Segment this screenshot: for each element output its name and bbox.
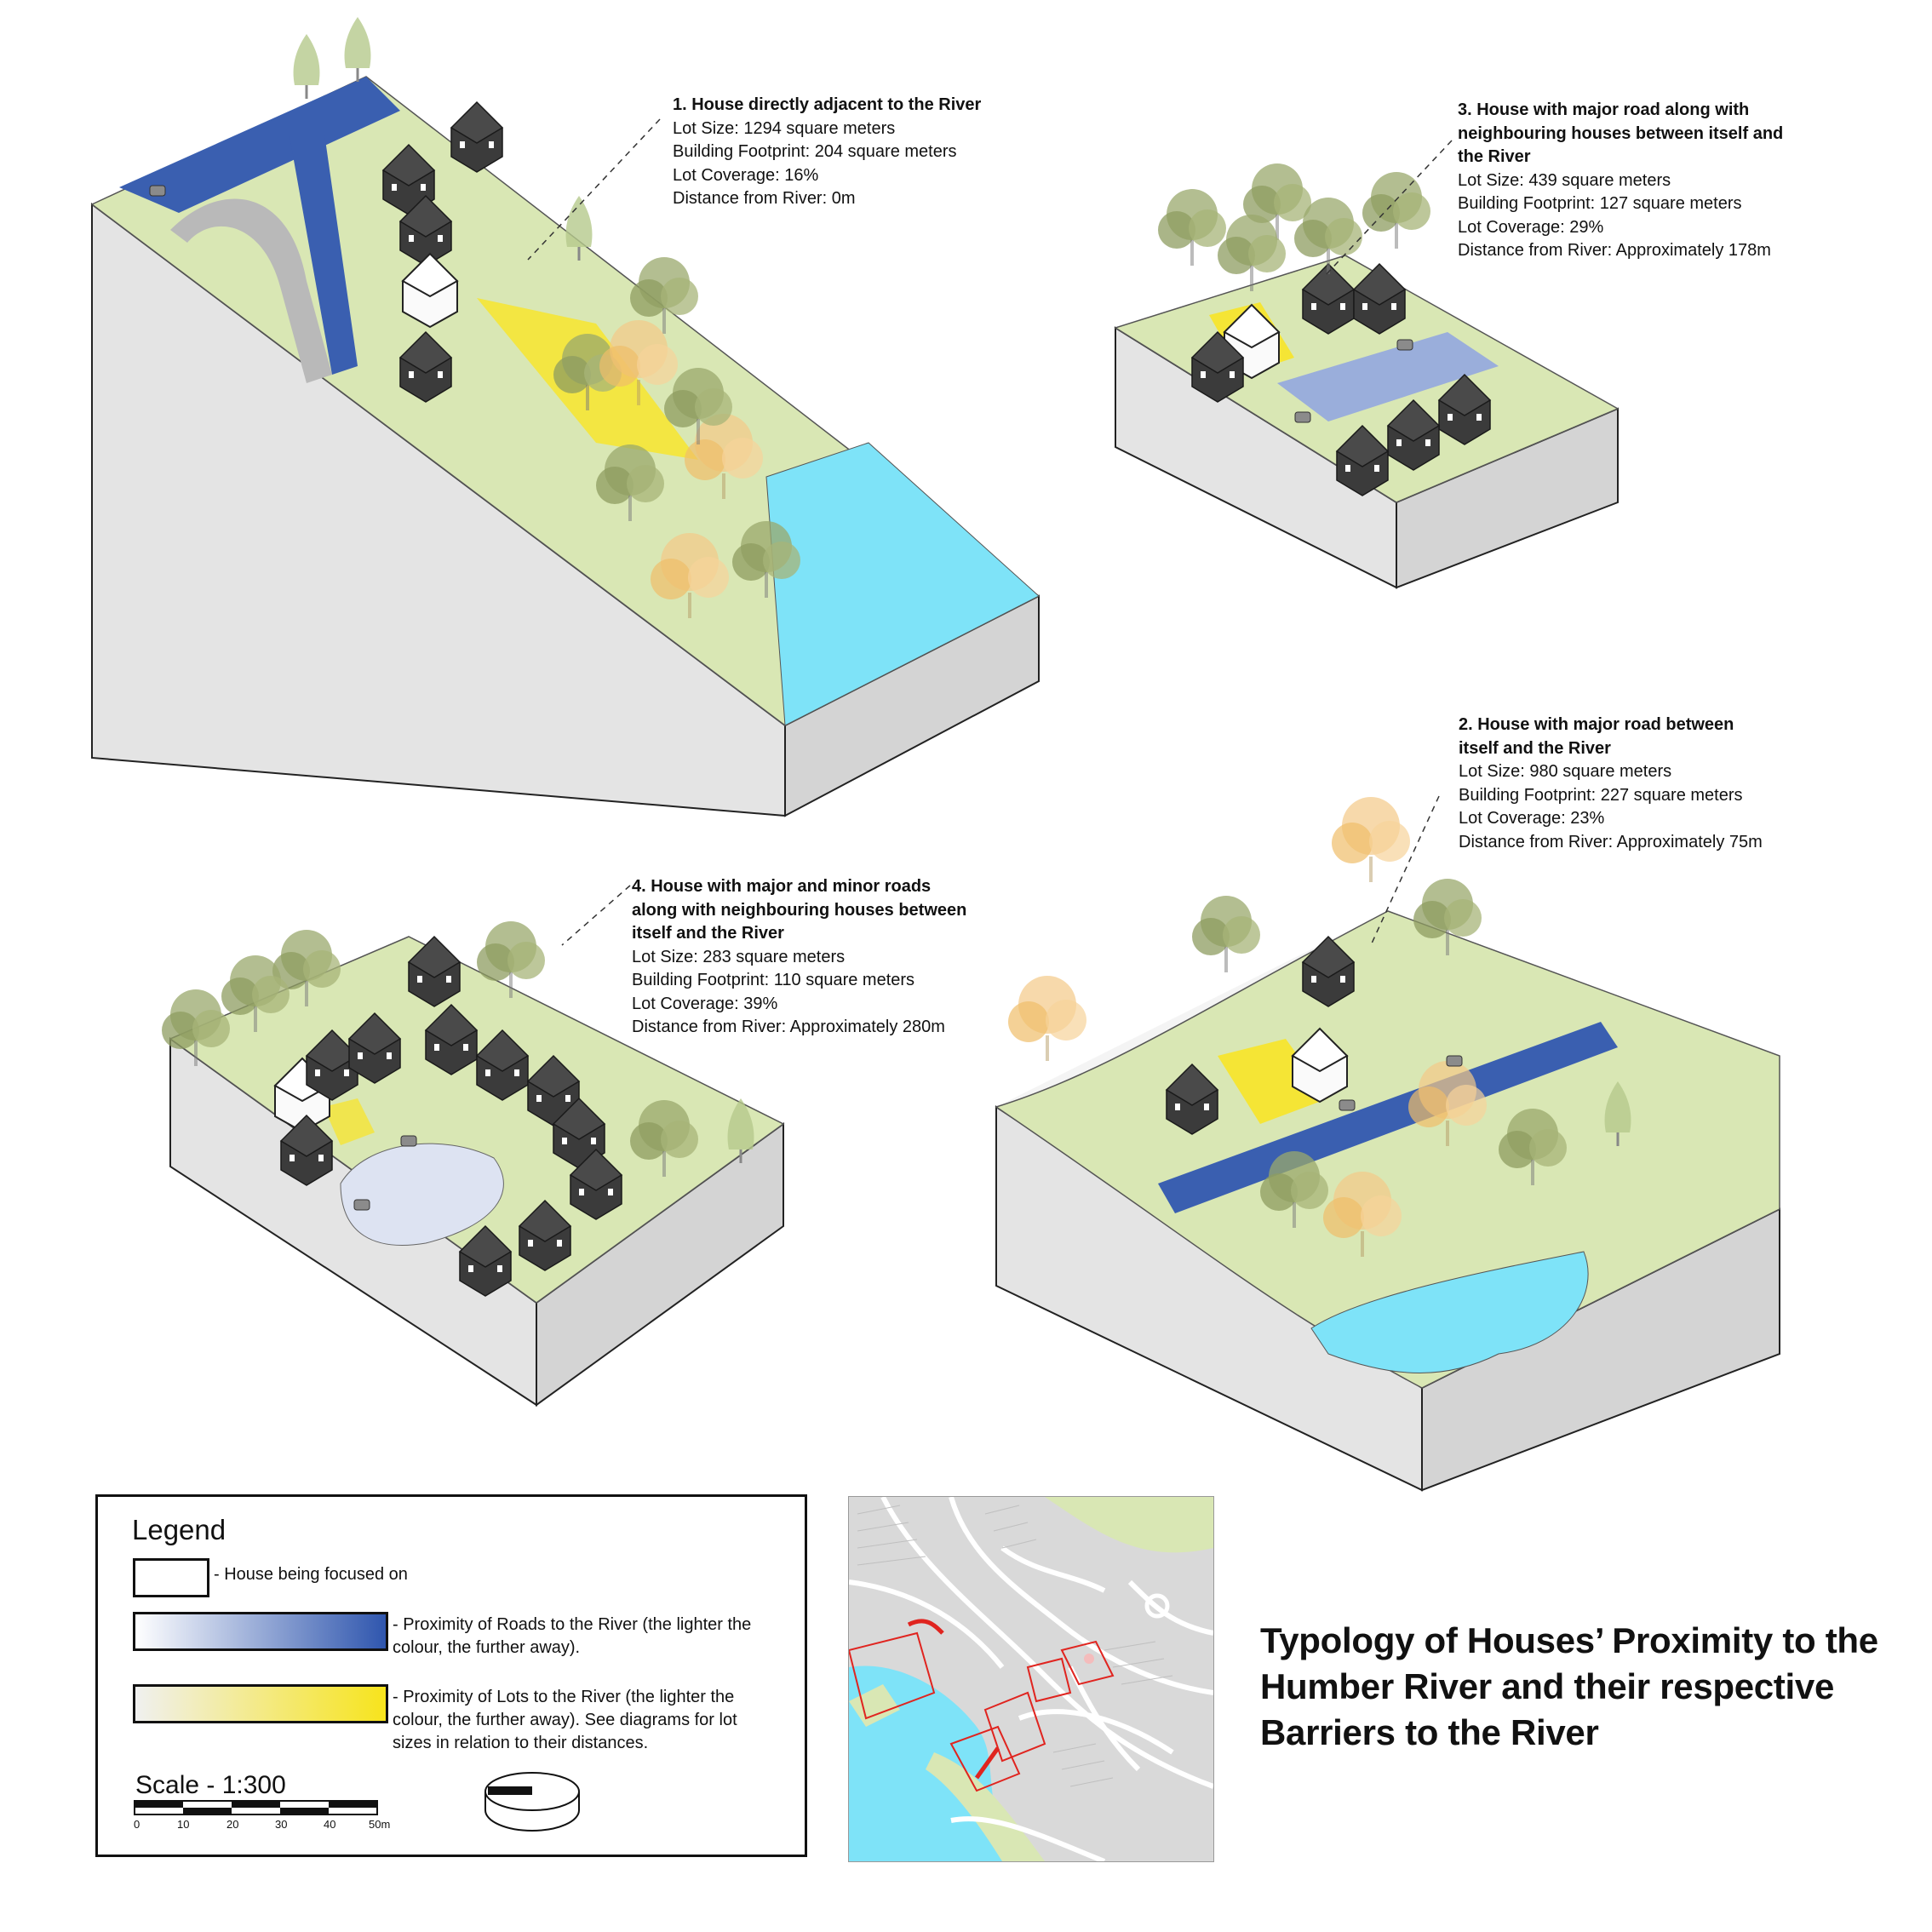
legend: Legend - House being focused on - Proxim… (95, 1494, 807, 1857)
map-graphic (849, 1497, 1213, 1861)
typology-heading: 3. House with major road along with (1458, 100, 1750, 119)
block-3 (1114, 163, 1620, 589)
typology-heading: 2. House with major road between (1459, 715, 1734, 734)
location-map (848, 1496, 1214, 1862)
typology-2-info: 2. House with major road between itself … (1459, 714, 1763, 854)
lots-label: - Proximity of Lots to the River (the li… (393, 1686, 737, 1755)
typology-4-info: 4. House with major and minor roads alon… (632, 875, 966, 1040)
house-label: - House being focused on (214, 1565, 408, 1584)
lots-label-line: - Proximity of Lots to the River (the li… (393, 1688, 735, 1706)
scale-tick: 40 (324, 1818, 336, 1831)
scale-tick: 0 (134, 1818, 140, 1831)
scale-title: Scale - 1:300 (135, 1771, 286, 1799)
lot-size: Lot Size: 283 square meters (632, 947, 846, 966)
typology-heading: neighbouring houses between itself and (1458, 123, 1784, 143)
building-footprint: Building Footprint: 127 square meters (1458, 194, 1742, 213)
typology-1-info: 1. House directly adjacent to the River … (673, 94, 981, 211)
typology-heading: along with neighbouring houses between (632, 900, 967, 920)
roads-label: - Proximity of Roads to the River (the l… (393, 1614, 751, 1660)
distance-from-river: Distance from River: Approximately 178m (1458, 241, 1771, 260)
house-swatch (133, 1558, 209, 1597)
building-footprint: Building Footprint: 204 square meters (673, 142, 957, 161)
legend-title: Legend (132, 1514, 226, 1545)
title-line: Barriers to the River (1260, 1712, 1599, 1752)
lot-coverage: Lot Coverage: 23% (1459, 809, 1605, 828)
north-disc-icon (484, 1772, 580, 1832)
typology-heading: 4. House with major and minor roads (632, 877, 932, 896)
title-line: Humber River and their respective (1260, 1666, 1835, 1706)
block-2 (995, 797, 1780, 1492)
block-4 (162, 921, 785, 1407)
scale-tick: 30 (275, 1818, 288, 1831)
distance-from-river: Distance from River: Approximately 280m (632, 1018, 945, 1036)
roads-label-line: - Proximity of Roads to the River (the l… (393, 1615, 752, 1634)
lots-label-line: colour, the further away). See diagrams … (393, 1711, 737, 1729)
block-1 (90, 17, 1041, 817)
typology-heading: 1. House directly adjacent to the River (673, 95, 982, 114)
roads-gradient-swatch (133, 1612, 388, 1651)
typology-heading: itself and the River (1459, 738, 1611, 758)
lot-size: Lot Size: 439 square meters (1458, 170, 1671, 190)
typology-heading: the River (1458, 147, 1531, 166)
lot-size: Lot Size: 1294 square meters (673, 118, 896, 138)
scale-bar (134, 1800, 378, 1815)
lot-coverage: Lot Coverage: 16% (673, 165, 819, 185)
typology-heading: itself and the River (632, 924, 784, 943)
lot-coverage: Lot Coverage: 39% (632, 994, 778, 1013)
typology-3-info: 3. House with major road along with neig… (1458, 99, 1783, 263)
scale-tick: 10 (177, 1818, 190, 1831)
roads-label-line: colour, the further away). (393, 1638, 581, 1657)
distance-from-river: Distance from River: 0m (673, 189, 856, 208)
scale-tick: 20 (226, 1818, 239, 1831)
lots-label-line: sizes in relation to their distances. (393, 1734, 649, 1752)
title-line: Typology of Houses’ Proximity to the (1260, 1620, 1878, 1660)
leader-lines (527, 118, 1453, 946)
lots-gradient-swatch (133, 1684, 388, 1723)
building-footprint: Building Footprint: 110 square meters (632, 971, 915, 989)
scale-tick: 50m (369, 1818, 391, 1831)
lot-coverage: Lot Coverage: 29% (1458, 217, 1604, 237)
lot-size: Lot Size: 980 square meters (1459, 762, 1672, 781)
page-title: Typology of Houses’ Proximity to the Hum… (1260, 1618, 1907, 1756)
distance-from-river: Distance from River: Approximately 75m (1459, 832, 1763, 851)
building-footprint: Building Footprint: 227 square meters (1459, 785, 1743, 805)
